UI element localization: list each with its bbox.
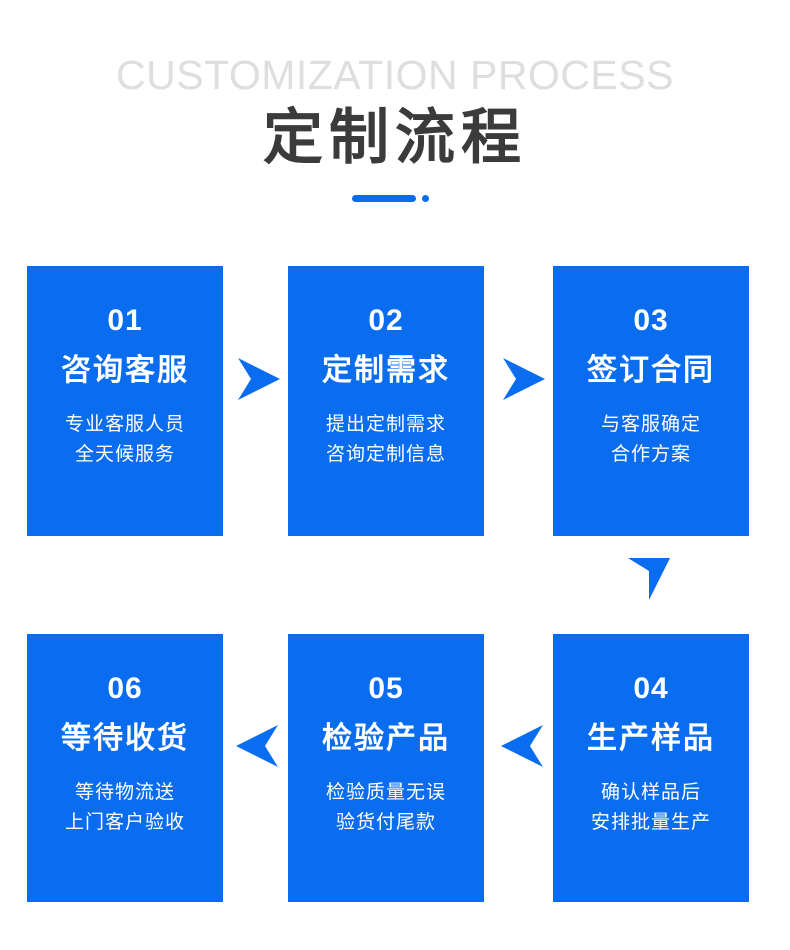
page-header: CUSTOMIZATION PROCESS 定制流程 (0, 0, 790, 250)
step-description-line: 与客服确定 (600, 414, 701, 435)
step-number: 02 (368, 304, 404, 337)
step-title: 定制需求 (322, 354, 450, 387)
step-number: 01 (107, 304, 143, 337)
step-description-line: 全天候服务 (74, 444, 175, 465)
process-step-card-01[interactable]: 01 咨询客服 专业客服人员 全天候服务 (27, 266, 223, 536)
step-description: 等待物流送 上门客户验收 (65, 778, 185, 838)
step-description-line: 确认样品后 (600, 782, 701, 803)
step-title: 生产样品 (587, 722, 715, 755)
arrow-right-icon (236, 356, 280, 402)
step-number: 04 (633, 672, 669, 705)
step-description: 专业客服人员 全天候服务 (65, 410, 185, 470)
step-number: 05 (368, 672, 404, 705)
process-step-card-03[interactable]: 03 签订合同 与客服确定 合作方案 (553, 266, 749, 536)
step-description-line: 上门客户验收 (64, 812, 185, 833)
title-divider (0, 194, 790, 204)
divider-bar-icon (352, 195, 416, 202)
step-number: 06 (107, 672, 143, 705)
step-description: 检验质量无误 验货付尾款 (326, 778, 446, 838)
step-title: 签订合同 (587, 354, 715, 387)
process-step-card-06[interactable]: 06 等待收货 等待物流送 上门客户验收 (27, 634, 223, 902)
process-step-card-05[interactable]: 05 检验产品 检验质量无误 验货付尾款 (288, 634, 484, 902)
header-english-title: CUSTOMIZATION PROCESS (116, 52, 674, 98)
arrow-down-icon (626, 556, 672, 600)
step-description-line: 检验质量无误 (325, 782, 446, 803)
step-description-line: 咨询定制信息 (325, 444, 446, 465)
process-step-card-04[interactable]: 04 生产样品 确认样品后 安排批量生产 (553, 634, 749, 902)
step-description-line: 等待物流送 (74, 782, 175, 803)
step-description-line: 验货付尾款 (335, 812, 436, 833)
step-description: 与客服确定 合作方案 (601, 410, 701, 470)
step-title: 咨询客服 (61, 354, 189, 387)
step-title: 等待收货 (61, 722, 189, 755)
arrow-left-icon (236, 723, 280, 769)
step-description: 提出定制需求 咨询定制信息 (326, 410, 446, 470)
divider-dot-icon (422, 195, 429, 202)
step-title: 检验产品 (322, 722, 450, 755)
page-title: 定制流程 (263, 104, 527, 171)
step-description-line: 合作方案 (610, 444, 691, 465)
step-description-line: 安排批量生产 (590, 812, 711, 833)
arrow-right-icon (501, 356, 545, 402)
process-step-card-02[interactable]: 02 定制需求 提出定制需求 咨询定制信息 (288, 266, 484, 536)
step-description-line: 专业客服人员 (64, 414, 185, 435)
step-number: 03 (633, 304, 669, 337)
arrow-left-icon (501, 723, 545, 769)
step-description-line: 提出定制需求 (325, 414, 446, 435)
step-description: 确认样品后 安排批量生产 (591, 778, 711, 838)
